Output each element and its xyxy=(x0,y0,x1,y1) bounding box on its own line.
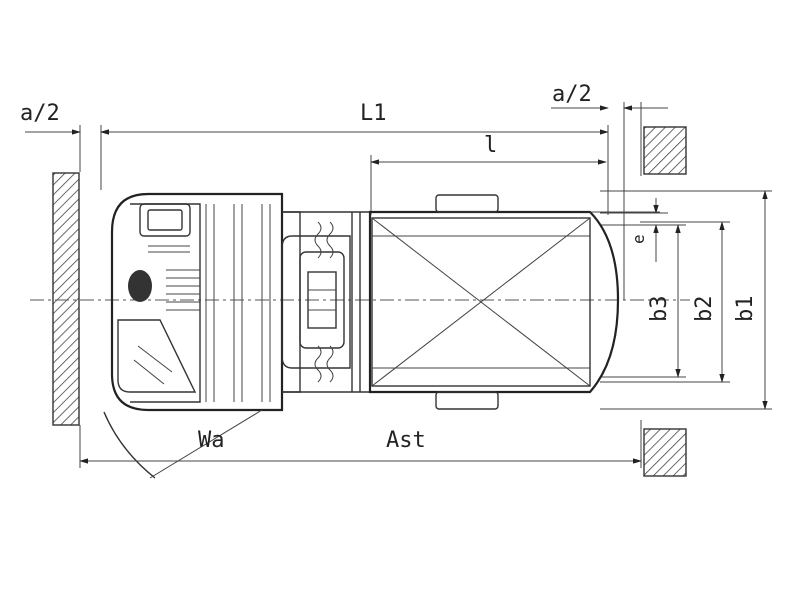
label-b2: b2 xyxy=(692,296,717,323)
label-a-half-left: a/2 xyxy=(20,101,60,126)
label-b3: b3 xyxy=(647,296,672,323)
truck-body xyxy=(110,192,370,412)
dimension-b3 xyxy=(600,224,686,378)
dimension-a-half-right xyxy=(551,102,668,300)
dimension-e xyxy=(600,198,668,262)
label-wa: Wa xyxy=(198,428,225,453)
pallet-block-bottom xyxy=(643,428,687,477)
dimension-ast xyxy=(79,420,642,468)
dimension-l1 xyxy=(100,125,609,215)
load-pallet xyxy=(368,194,620,410)
pallet-block-top xyxy=(643,126,687,175)
turning-radius xyxy=(103,409,263,479)
label-l: l xyxy=(484,133,497,158)
left-wall xyxy=(52,172,80,426)
dimension-b1 xyxy=(600,190,772,410)
label-e: e xyxy=(629,234,648,244)
label-a-half-right: a/2 xyxy=(552,82,592,107)
label-ast: Ast xyxy=(386,428,426,453)
dimension-l xyxy=(370,155,607,215)
label-l1: L1 xyxy=(360,101,387,126)
label-b1: b1 xyxy=(733,296,758,323)
dimension-b2 xyxy=(600,221,730,383)
